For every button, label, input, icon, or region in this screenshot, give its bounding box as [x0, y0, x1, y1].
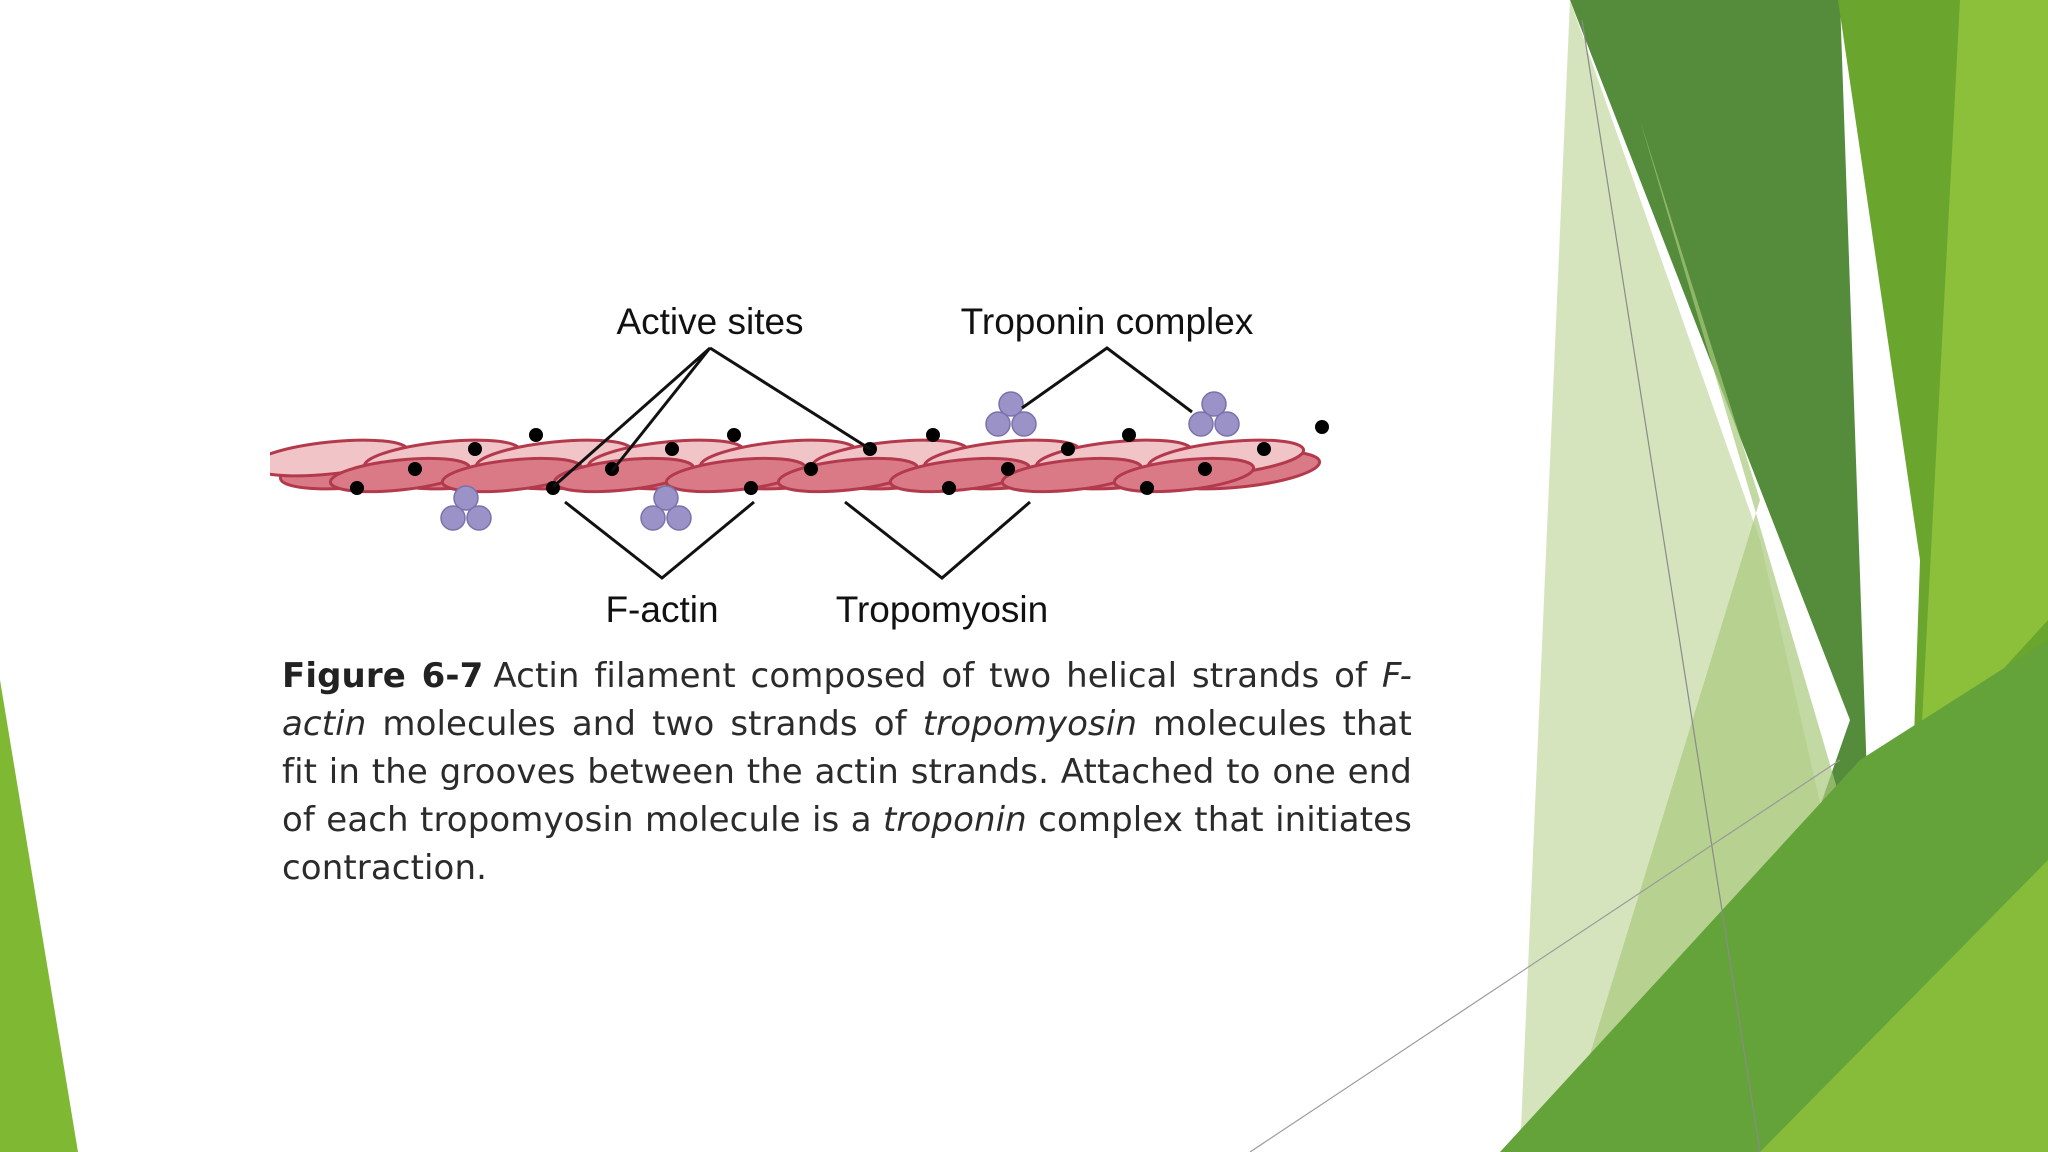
troponin-subunit	[1214, 411, 1240, 437]
active-site-dot	[942, 481, 956, 495]
caption-italic-f-actin: F-actin	[282, 656, 1412, 744]
troponin-complex	[1188, 391, 1240, 437]
caption-text-2: molecules and two strands of	[366, 704, 923, 744]
label-troponin-complex: Troponin complex	[961, 301, 1254, 342]
caption-italic-troponin: troponin	[882, 800, 1027, 840]
caption-text-1: Actin filament composed of two helical s…	[493, 656, 1382, 696]
active-site-dot	[665, 442, 679, 456]
active-sites-leader-2	[709, 346, 871, 451]
caption-text-4: complex that initiates contraction.	[282, 800, 1412, 888]
troponin-subunit	[666, 505, 692, 531]
active-site-dot	[408, 462, 422, 476]
active-site-dot	[1198, 462, 1212, 476]
troponin-subunit	[985, 411, 1011, 437]
label-tropomyosin: Tropomyosin	[836, 589, 1048, 630]
right-facet-bright	[1920, 0, 2048, 760]
troponin-subunit	[1201, 391, 1227, 417]
troponin-subunit	[998, 391, 1024, 417]
troponin-complex	[440, 485, 492, 531]
leader-lines	[552, 346, 1193, 580]
svg-text:Tropomyosin: Tropomyosin	[836, 589, 1048, 630]
active-site-dot	[926, 428, 940, 442]
left-green-sliver	[0, 680, 78, 1152]
tropomyosin-leader	[844, 500, 1031, 580]
troponin-complexes	[440, 391, 1240, 531]
actin-helix-strands	[270, 438, 1322, 494]
troponin-subunit	[440, 505, 466, 531]
active-site-dot	[727, 428, 741, 442]
troponin-complex	[640, 485, 692, 531]
active-site-dot	[744, 481, 758, 495]
label-f-actin: F-actin	[605, 589, 718, 630]
troponin-subunit	[466, 505, 492, 531]
svg-text:F-actin: F-actin	[605, 589, 718, 630]
troponin-subunit	[640, 505, 666, 531]
f-actin-leader	[564, 500, 755, 580]
troponin-subunit	[653, 485, 679, 511]
active-site-dot	[1257, 442, 1271, 456]
troponin-complex	[985, 391, 1037, 437]
active-site-dot	[468, 442, 482, 456]
troponin-subunit	[453, 485, 479, 511]
svg-text:Active sites: Active sites	[616, 301, 803, 342]
troponin-subunit	[1011, 411, 1037, 437]
right-facet-bottom-light	[1760, 860, 2048, 1152]
active-site-dot	[1061, 442, 1075, 456]
label-active-sites: Active sites	[616, 301, 803, 342]
troponin-leader	[1021, 346, 1193, 414]
caption-italic-tropomyosin: tropomyosin	[922, 704, 1138, 744]
troponin-subunit	[1188, 411, 1214, 437]
active-site-dot	[1140, 481, 1154, 495]
active-site-dot	[1122, 428, 1136, 442]
active-site-dot	[804, 462, 818, 476]
active-site-dot	[1001, 462, 1015, 476]
svg-text:Troponin complex: Troponin complex	[961, 301, 1254, 342]
active-site-dot	[1315, 420, 1329, 434]
caption-text-3: molecules that fit in the grooves betwee…	[282, 704, 1412, 840]
deco-thin-line-1	[1581, 19, 1761, 1152]
figure-number: Figure 6-7	[282, 656, 484, 696]
active-site-dot	[350, 481, 364, 495]
active-site-dot	[529, 428, 543, 442]
deco-thin-line-2	[1249, 759, 1841, 1152]
actin-filament-diagram: Active sites Troponin complex F-actin Tr…	[270, 301, 1329, 630]
